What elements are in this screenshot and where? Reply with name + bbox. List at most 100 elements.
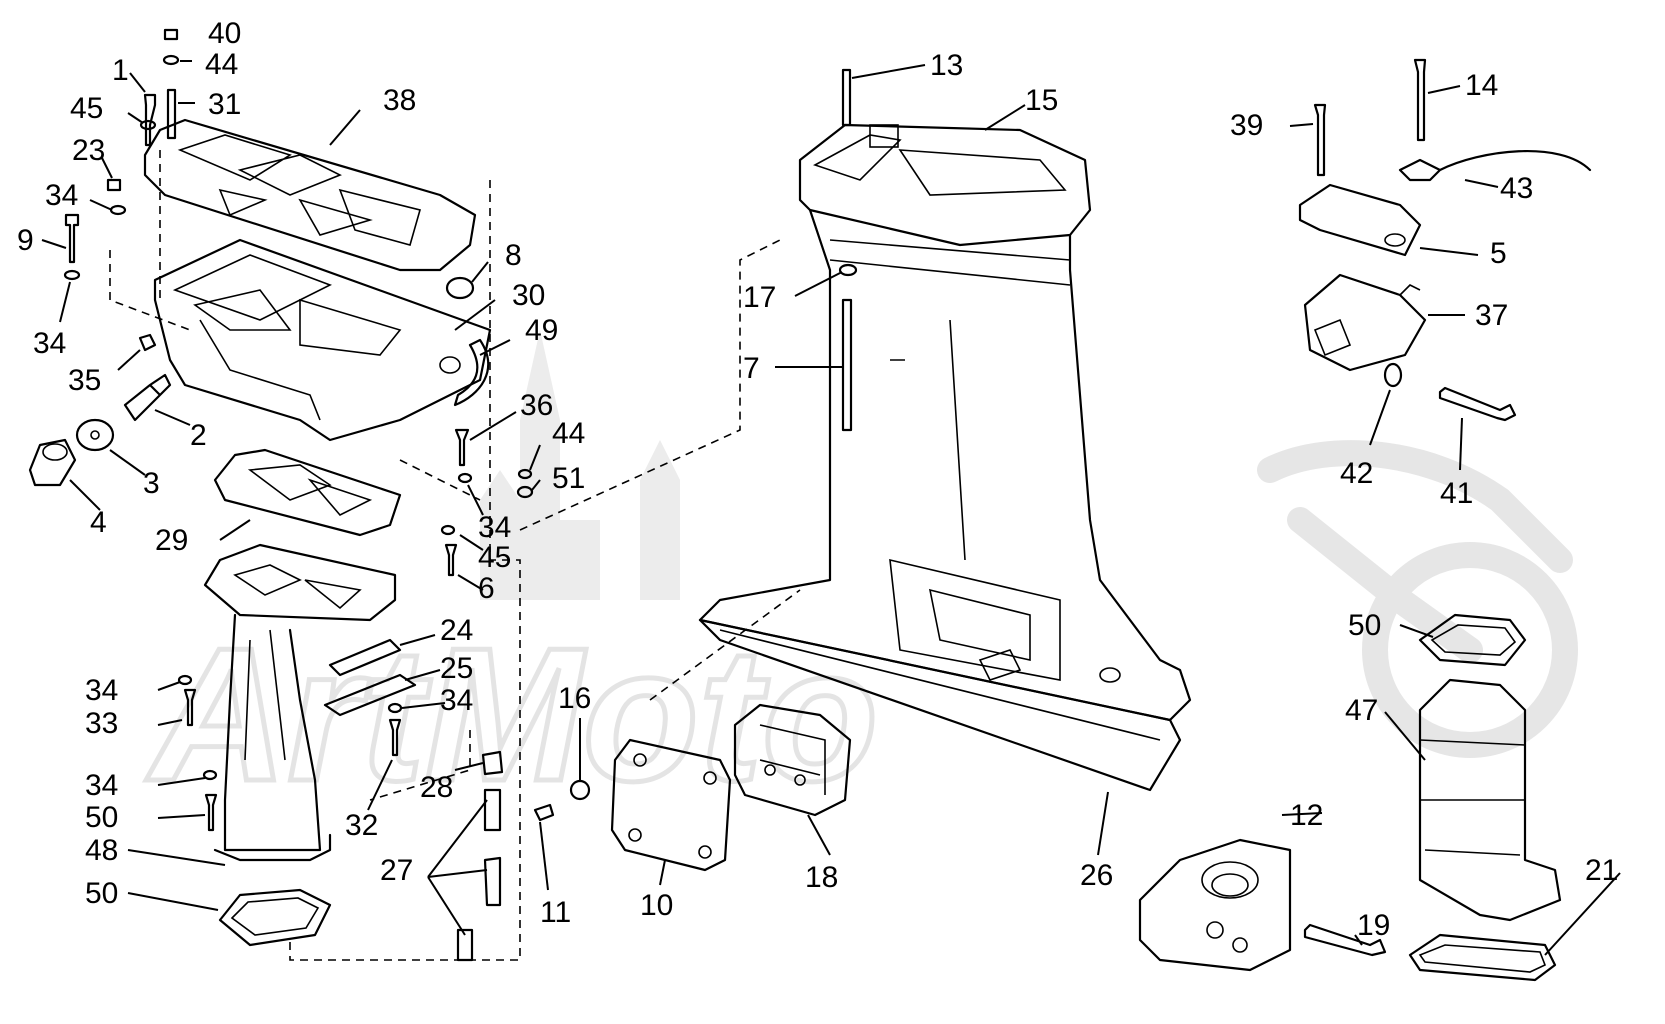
watermark-text: ArtMoto (146, 609, 878, 821)
screw-11 (533, 803, 555, 822)
callout-1: 1 (112, 54, 129, 87)
hose-27-b (483, 856, 502, 907)
callout-49: 50 (85, 801, 118, 834)
cap-28 (481, 750, 504, 776)
callout-34-d: 34 (440, 684, 473, 717)
stud-31 (166, 88, 177, 140)
callout-44-top: 44 (205, 48, 238, 81)
callout-40: 40 (208, 17, 241, 50)
callout-3: 3 (143, 467, 160, 500)
callout-47: 48 (85, 834, 118, 867)
callout-45-top: 45 (70, 92, 103, 125)
callout-13: 13 (930, 49, 963, 82)
bolt-9 (64, 213, 80, 264)
callout-4: 4 (90, 506, 107, 539)
callout-39: 39 (1230, 109, 1263, 142)
washer-42 (1383, 362, 1403, 388)
bolt-39 (1313, 103, 1327, 177)
screw-19 (1303, 923, 1387, 957)
callout-19: 19 (1357, 909, 1390, 942)
lower-mount-parts (610, 703, 852, 872)
callout-46: 47 (1345, 694, 1378, 727)
callout-34-b: 34 (33, 327, 66, 360)
water-tube-46 (1418, 678, 1562, 922)
watermark-castle-icon (480, 330, 680, 600)
cover-10 (610, 738, 732, 872)
plug-8 (445, 276, 475, 300)
callout-33: 33 (85, 707, 118, 740)
housing-body-7 (698, 208, 1192, 722)
hose-27-c (456, 928, 474, 962)
callout-17: 17 (743, 281, 776, 314)
nut-51 (516, 485, 534, 499)
exhaust-housing-30 (153, 238, 492, 442)
callout-21: 21 (1585, 854, 1618, 887)
screw-35 (138, 333, 157, 352)
callout-10: 10 (640, 889, 673, 922)
watermark-motorcycle-icon (1257, 440, 1578, 758)
driveshaft-housing (698, 68, 1192, 792)
callout-27: 27 (380, 854, 413, 887)
plate-25 (323, 673, 417, 717)
callout-43: 43 (1500, 172, 1533, 205)
stud-7 (841, 298, 853, 432)
housing-top-15 (798, 123, 1092, 247)
gasket-37 (143, 118, 477, 272)
fitting-2 (123, 373, 172, 422)
hose-48 (453, 338, 490, 407)
callout-2: 2 (190, 419, 207, 452)
washer-17 (838, 263, 858, 277)
nut-40 (163, 28, 179, 41)
callout-50-right: 50 (1348, 609, 1381, 642)
callout-35: 35 (68, 364, 101, 397)
assembly-guide-lines (109, 150, 801, 961)
gasket-50-left (218, 888, 332, 947)
callout-5: 5 (1490, 237, 1507, 270)
callout-37: 38 (383, 84, 416, 117)
callout-42: 42 (1340, 457, 1373, 490)
hose-27-a (483, 788, 502, 832)
screw-33 (183, 688, 197, 727)
callout-30: 30 (512, 279, 545, 312)
callout-34-c: 34 (478, 511, 511, 544)
stud-13 (841, 68, 852, 127)
exhaust-tube-47 (223, 613, 322, 852)
washer-44-top (162, 54, 180, 66)
screw-49 (204, 793, 218, 832)
callout-12: 12 (1290, 799, 1323, 832)
gasket-24 (328, 638, 402, 677)
washer-16 (569, 779, 591, 801)
washer-34-a (109, 204, 127, 216)
callout-34-f: 34 (85, 769, 118, 802)
callout-51: 51 (552, 462, 585, 495)
callout-14: 14 (1465, 69, 1498, 102)
callout-38: 37 (1475, 299, 1508, 332)
callout-11: 11 (540, 896, 571, 929)
washer-45-top (139, 119, 157, 131)
callout-18: 18 (805, 861, 838, 894)
screw-6 (444, 543, 458, 577)
callout-8: 8 (505, 239, 522, 272)
adapter-plate (203, 543, 397, 622)
ground-wire-43 (1398, 149, 1592, 182)
module-38 (1303, 273, 1427, 372)
washer-3 (75, 418, 115, 452)
callout-44-b: 44 (552, 417, 585, 450)
callout-41: 41 (1440, 477, 1473, 510)
callout-29: 29 (155, 524, 188, 557)
callout-48: 49 (525, 314, 558, 347)
screw-36 (454, 428, 470, 467)
callout-50-left: 50 (85, 877, 118, 910)
bolt-1 (143, 93, 157, 147)
callout-25: 25 (440, 652, 473, 685)
anti-ventilation-plate-26 (698, 618, 1182, 792)
callout-24: 24 (440, 614, 473, 647)
nut-23 (106, 178, 122, 192)
callout-16: 16 (558, 682, 591, 715)
callout-26: 26 (1080, 859, 1113, 892)
callout-28: 28 (420, 771, 453, 804)
washer-34-b (63, 269, 81, 281)
callout-15: 15 (1025, 84, 1058, 117)
watermark: ArtMoto (144, 330, 1578, 824)
